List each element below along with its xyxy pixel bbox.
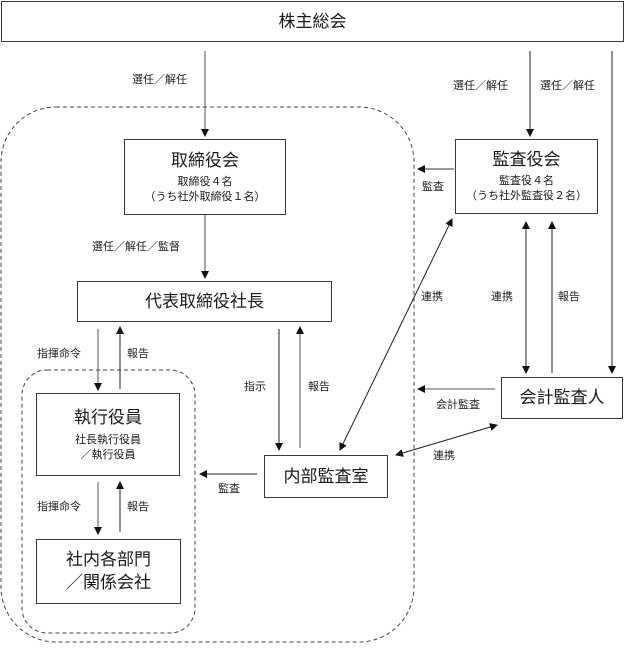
executive-officers-box: 執行役員 社長執行役員 ／執行役員 — [36, 393, 180, 476]
accounting-auditor-title: 会計監査人 — [519, 388, 605, 408]
board-of-directors-count: 取締役４名 — [177, 174, 233, 188]
label-internal-audit-president: 報告 — [308, 380, 330, 393]
departments-line2: ／関係会社 — [66, 572, 151, 593]
label-audit-board-audit: 監査 — [422, 180, 444, 193]
president-box: 代表取締役社長 — [77, 281, 332, 322]
label-audit-board-internal-audit-link: 連携 — [421, 290, 443, 303]
executive-officers-sub2: ／執行役員 — [80, 447, 136, 461]
internal-audit-title: 内部監査室 — [283, 466, 369, 487]
label-president-executives: 指揮命令 — [37, 347, 81, 360]
executive-officers-sub1: 社長執行役員 — [75, 432, 141, 446]
executive-side-boundary — [0, 106, 415, 643]
departments-box: 社内各部門 ／関係会社 — [36, 539, 181, 604]
label-executives-departments: 指揮命令 — [37, 500, 81, 513]
label-board-president: 選任／解任／監督 — [92, 240, 180, 253]
label-shareholders-board: 選任／解任 — [132, 73, 187, 86]
shareholders-meeting-title: 株主総会 — [278, 11, 347, 32]
audit-board-title: 監査役会 — [492, 150, 561, 170]
label-internal-audit-audit: 監査 — [218, 482, 240, 495]
board-of-directors-outside-count: （うち社外取締役１名） — [144, 189, 266, 203]
audit-board-outside-count: （うち社外監査役２名） — [466, 189, 587, 202]
label-shareholders-audit-board: 選任／解任 — [453, 79, 508, 92]
audit-board-count: 監査役４名 — [499, 174, 554, 187]
departments-line1: 社内各部門 — [66, 549, 151, 570]
accounting-auditor-box: 会計監査人 — [501, 377, 623, 419]
arrow-accounting-internal-audit-link — [395, 423, 498, 457]
shareholders-meeting-box: 株主総会 — [1, 1, 624, 42]
board-of-directors-title: 取締役会 — [171, 150, 239, 171]
execution-group-boundary — [21, 369, 196, 634]
label-accounting-audit: 会計監査 — [436, 398, 480, 411]
label-accounting-audit-board-report: 報告 — [558, 290, 580, 303]
label-departments-executives: 報告 — [127, 500, 149, 513]
internal-audit-box: 内部監査室 — [264, 455, 388, 498]
label-accounting-internal-audit-link: 連携 — [433, 449, 455, 462]
president-title: 代表取締役社長 — [145, 291, 264, 312]
label-audit-board-accounting-link: 連携 — [491, 290, 513, 303]
executive-officers-title: 執行役員 — [74, 407, 142, 428]
label-shareholders-accounting-auditor: 選任／解任 — [540, 79, 595, 92]
label-president-internal-audit: 指示 — [244, 380, 266, 393]
board-of-directors-box: 取締役会 取締役４名 （うち社外取締役１名） — [124, 139, 286, 215]
arrow-audit-board-internal-audit — [339, 218, 453, 451]
label-executives-president: 報告 — [127, 347, 149, 360]
audit-board-box: 監査役会 監査役４名 （うち社外監査役２名） — [455, 139, 598, 214]
